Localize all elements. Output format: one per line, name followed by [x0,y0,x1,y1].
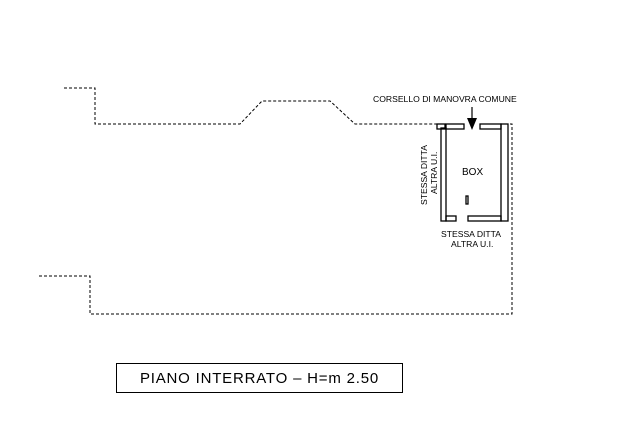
floor-boundary-top [64,87,441,125]
box-walls [436,123,509,222]
box-label: BOX [462,167,483,178]
floor-caption-text: PIANO INTERRATO – H=m 2.50 [139,369,380,387]
side-neighbour-label: STESSA DITTA ALTRA U.I. [419,145,439,205]
side-label-line1: STESSA DITTA [419,145,429,205]
side-label-line2: ALTRA U.I. [429,152,439,194]
floor-boundary-right-bottom [38,123,513,315]
corridor-label: CORSELLO DI MANOVRA COMUNE [373,94,517,104]
bottom-neighbour-label-line1: STESSA DITTA [441,229,501,239]
corridor-arrow-head [467,118,477,130]
bottom-neighbour-label-line2: ALTRA U.I. [451,239,493,249]
floor-caption: PIANO INTERRATO – H=m 2.50 [116,363,403,393]
